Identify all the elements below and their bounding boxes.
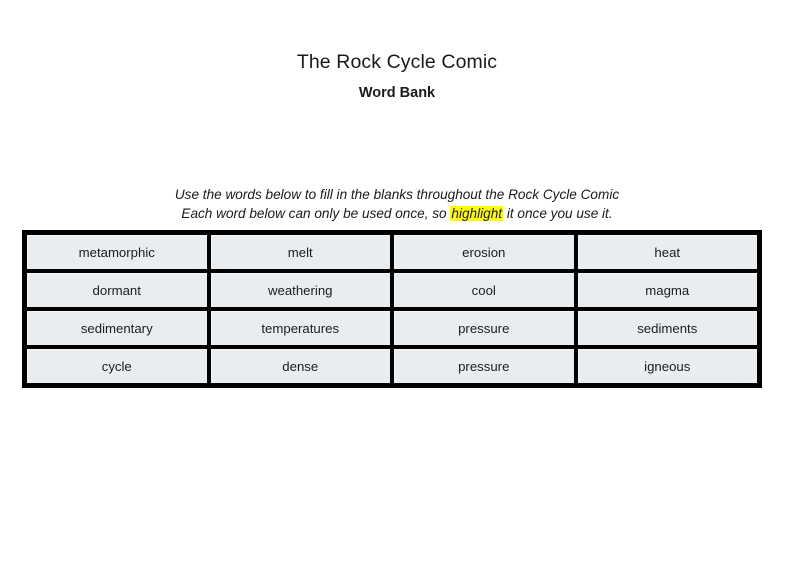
table-row: sedimentary temperatures pressure sedime… bbox=[25, 309, 759, 347]
page-title: The Rock Cycle Comic bbox=[296, 51, 498, 73]
instruction-line-2-prefix: Each word below can only be used once, s… bbox=[181, 206, 451, 221]
word-cell[interactable]: sediments bbox=[575, 309, 759, 347]
word-cell[interactable]: temperatures bbox=[208, 309, 392, 347]
table-row: dormant weathering cool magma bbox=[25, 271, 759, 309]
word-cell[interactable]: magma bbox=[575, 271, 759, 309]
table-row: metamorphic melt erosion heat bbox=[25, 233, 759, 271]
instruction-line-2: Each word below can only be used once, s… bbox=[0, 204, 794, 223]
word-bank-table: metamorphic melt erosion heat dormant we… bbox=[22, 230, 762, 388]
word-cell[interactable]: weathering bbox=[208, 271, 392, 309]
word-cell[interactable]: pressure bbox=[392, 347, 576, 385]
instruction-line-1: Use the words below to fill in the blank… bbox=[174, 187, 620, 202]
word-cell[interactable]: dormant bbox=[25, 271, 209, 309]
word-cell[interactable]: sedimentary bbox=[25, 309, 209, 347]
word-cell[interactable]: erosion bbox=[392, 233, 576, 271]
word-cell[interactable]: cool bbox=[392, 271, 576, 309]
title-block: The Rock Cycle Comic Word Bank bbox=[0, 50, 794, 103]
highlight-word: highlight bbox=[450, 206, 504, 221]
instruction-line-2-suffix: it once you use it. bbox=[503, 206, 613, 221]
table-row: cycle dense pressure igneous bbox=[25, 347, 759, 385]
page-subtitle: Word Bank bbox=[358, 85, 436, 101]
word-bank-body: metamorphic melt erosion heat dormant we… bbox=[25, 233, 759, 385]
instructions-block: Use the words below to fill in the blank… bbox=[0, 185, 794, 223]
word-cell[interactable]: metamorphic bbox=[25, 233, 209, 271]
word-cell[interactable]: dense bbox=[208, 347, 392, 385]
word-cell[interactable]: pressure bbox=[392, 309, 576, 347]
word-cell[interactable]: cycle bbox=[25, 347, 209, 385]
word-cell[interactable]: heat bbox=[575, 233, 759, 271]
word-cell[interactable]: melt bbox=[208, 233, 392, 271]
word-cell[interactable]: igneous bbox=[575, 347, 759, 385]
